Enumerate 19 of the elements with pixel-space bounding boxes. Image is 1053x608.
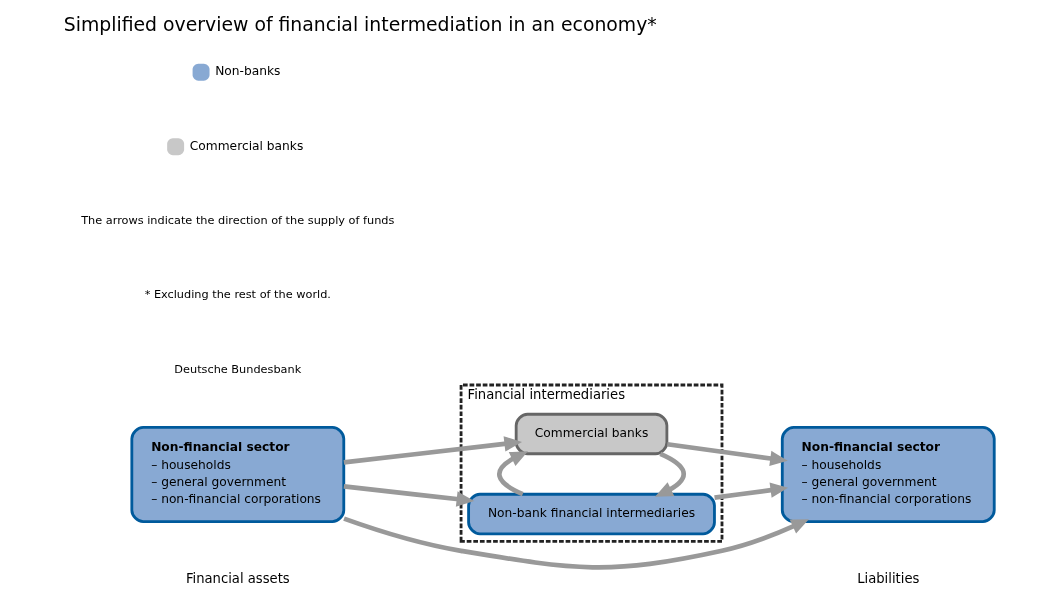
label: Deutsche Bundesbank <box>173 362 301 376</box>
node-box: Non-financial sector – households – general government – non-financial corporations <box>129 426 345 523</box>
node-box: Commercial banks <box>514 412 668 456</box>
arrow <box>496 451 528 497</box>
arrow <box>666 441 788 467</box>
label: * Excluding the rest of the world. <box>144 288 331 302</box>
legend-label: Commercial banks <box>189 138 303 153</box>
arrow <box>343 436 522 465</box>
node-label: Financial assets <box>185 570 290 586</box>
node-box: Non-financial sector – households – general government – non-financial corporations <box>780 426 996 523</box>
arrow <box>654 451 686 497</box>
label: The arrows indicate the direction of the supply of funds <box>80 214 394 228</box>
node-box: Non-bank financial intermediaries <box>466 492 716 536</box>
diagram-title: Simplified overview of financial intermediation in an economy* <box>63 13 657 35</box>
arrow <box>713 482 788 500</box>
legend-label: Non-banks <box>214 64 280 79</box>
arrow <box>342 516 809 570</box>
node-label: Liabilities <box>856 570 919 586</box>
arrow <box>343 483 474 507</box>
